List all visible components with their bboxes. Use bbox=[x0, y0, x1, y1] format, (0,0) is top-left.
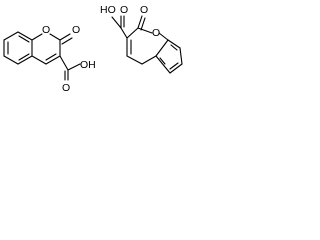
molecule-right: HO O O O bbox=[100, 4, 183, 74]
bond bbox=[31, 55, 47, 65]
bond bbox=[59, 33, 71, 41]
bond bbox=[59, 55, 69, 71]
bond bbox=[141, 55, 157, 65]
bond bbox=[137, 15, 143, 29]
bond bbox=[31, 33, 43, 41]
bond bbox=[137, 27, 153, 34]
bond bbox=[61, 37, 73, 45]
ring-oxygen-label: O bbox=[42, 24, 50, 36]
bond bbox=[167, 39, 181, 49]
bond bbox=[18, 35, 30, 43]
bond bbox=[158, 32, 169, 41]
molecule-left: O O OH O bbox=[3, 24, 96, 94]
bond bbox=[49, 33, 61, 41]
bond bbox=[179, 47, 183, 65]
bond bbox=[155, 39, 169, 57]
bond bbox=[159, 57, 166, 65]
acid-oxygen-label: O bbox=[120, 4, 128, 16]
bond bbox=[3, 31, 19, 41]
bond bbox=[17, 31, 33, 41]
bond bbox=[17, 55, 33, 65]
acid-oxygen-label: O bbox=[62, 82, 70, 94]
bond bbox=[169, 63, 183, 74]
bond bbox=[45, 55, 61, 65]
bond bbox=[120, 27, 128, 39]
hydroxyl-label: OH bbox=[80, 59, 96, 71]
bond bbox=[18, 53, 30, 61]
bond bbox=[140, 17, 146, 31]
carbonyl-oxygen-label: O bbox=[140, 4, 148, 16]
hydroxyl-label: HO bbox=[100, 4, 116, 16]
bond bbox=[111, 16, 122, 29]
chemical-structures-diagram: O O OH O HO O O O bbox=[0, 0, 189, 98]
carbonyl-oxygen-label: O bbox=[72, 24, 80, 36]
bond bbox=[126, 55, 143, 65]
bond bbox=[169, 62, 179, 70]
bond bbox=[3, 55, 19, 65]
bond bbox=[126, 27, 139, 39]
bond bbox=[67, 63, 81, 71]
bond bbox=[170, 44, 178, 51]
structure-canvas: O O OH O HO O O O bbox=[3, 4, 183, 94]
bond bbox=[155, 55, 171, 74]
ring-oxygen-label: O bbox=[152, 27, 160, 39]
bond bbox=[45, 53, 57, 61]
